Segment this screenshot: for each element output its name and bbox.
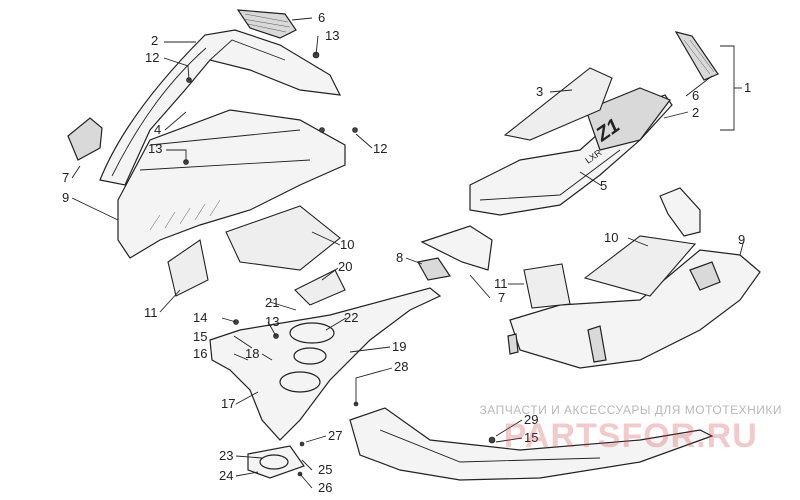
callout-15-left: 15 — [193, 329, 207, 344]
callout-9-left: 9 — [62, 190, 69, 205]
callout-20: 20 — [338, 259, 352, 274]
callout-28: 28 — [394, 359, 408, 374]
callout-7-left: 7 — [62, 170, 69, 185]
watermark-logo: PARTSFOR.RU — [503, 417, 758, 455]
callout-13-mid: 13 — [148, 141, 162, 156]
callout-7-right: 7 — [498, 290, 505, 305]
side-panel-right — [469, 87, 673, 216]
lower-hood-left — [117, 109, 346, 259]
callout-10-left: 10 — [340, 237, 354, 252]
callout-2-left: 2 — [151, 33, 158, 48]
callout-27: 27 — [328, 428, 342, 443]
callout-12-top: 12 — [145, 50, 159, 65]
callout-13-low: 13 — [265, 314, 279, 329]
lower-hood-right — [507, 249, 761, 369]
callout-15-right: 15 — [524, 430, 538, 445]
callout-13-top: 13 — [325, 28, 339, 43]
callout-3: 3 — [536, 84, 543, 99]
foam-pad-11-right — [523, 263, 571, 309]
callout-9-right: 9 — [738, 232, 745, 247]
vent-grille-right — [674, 31, 719, 81]
callout-2-right: 2 — [692, 105, 699, 120]
callout-1: 1 — [744, 80, 751, 95]
callout-12-right: 12 — [373, 141, 387, 156]
foam-pad-20 — [294, 269, 346, 306]
watermark: ЗАПЧАСТИ И АКСЕССУАРЫ ДЛЯ МОТОТЕХНИКИ PA… — [480, 403, 782, 453]
callout-24: 24 — [219, 468, 233, 483]
callout-29: 29 — [524, 412, 538, 427]
callout-6-left: 6 — [318, 10, 325, 25]
upper-hood-left — [99, 29, 342, 186]
belly-pan — [209, 287, 442, 441]
foam-pad-11-left — [167, 239, 209, 297]
callout-4: 4 — [154, 122, 161, 137]
callout-16: 16 — [193, 346, 207, 361]
bracket-8 — [417, 257, 452, 281]
duct-plate — [247, 445, 305, 479]
foam-pad-10-left — [225, 205, 341, 271]
callout-25: 25 — [318, 462, 332, 477]
callout-11-right: 11 — [494, 276, 508, 291]
callout-11-left: 11 — [144, 305, 158, 320]
foam-pad-10-right — [583, 235, 697, 297]
callout-18: 18 — [245, 346, 259, 361]
callout-labels: 2 12 6 13 4 13 12 7 9 10 20 11 21 14 13 … — [62, 10, 751, 495]
callout-14: 14 — [193, 310, 207, 325]
leader-lines — [71, 17, 745, 489]
watermark-caption: ЗАПЧАСТИ И АКСЕССУАРЫ ДЛЯ МОТОТЕХНИКИ — [479, 403, 782, 417]
callout-21: 21 — [265, 295, 279, 310]
callout-26: 26 — [318, 480, 332, 495]
callout-5: 5 — [600, 178, 607, 193]
callout-6-right: 6 — [692, 88, 699, 103]
decal-3 — [503, 67, 613, 141]
front-bumper-right — [659, 187, 701, 237]
callout-17: 17 — [221, 396, 235, 411]
side-deflector-left — [67, 117, 103, 161]
skid-plate — [349, 407, 714, 481]
callout-10-right: 10 — [604, 230, 618, 245]
vent-grille-left — [236, 9, 297, 39]
callout-22: 22 — [344, 310, 358, 325]
callout-23: 23 — [219, 448, 233, 463]
callout-19: 19 — [392, 339, 406, 354]
callout-8: 8 — [396, 250, 403, 265]
deflector-7-right — [420, 225, 493, 271]
